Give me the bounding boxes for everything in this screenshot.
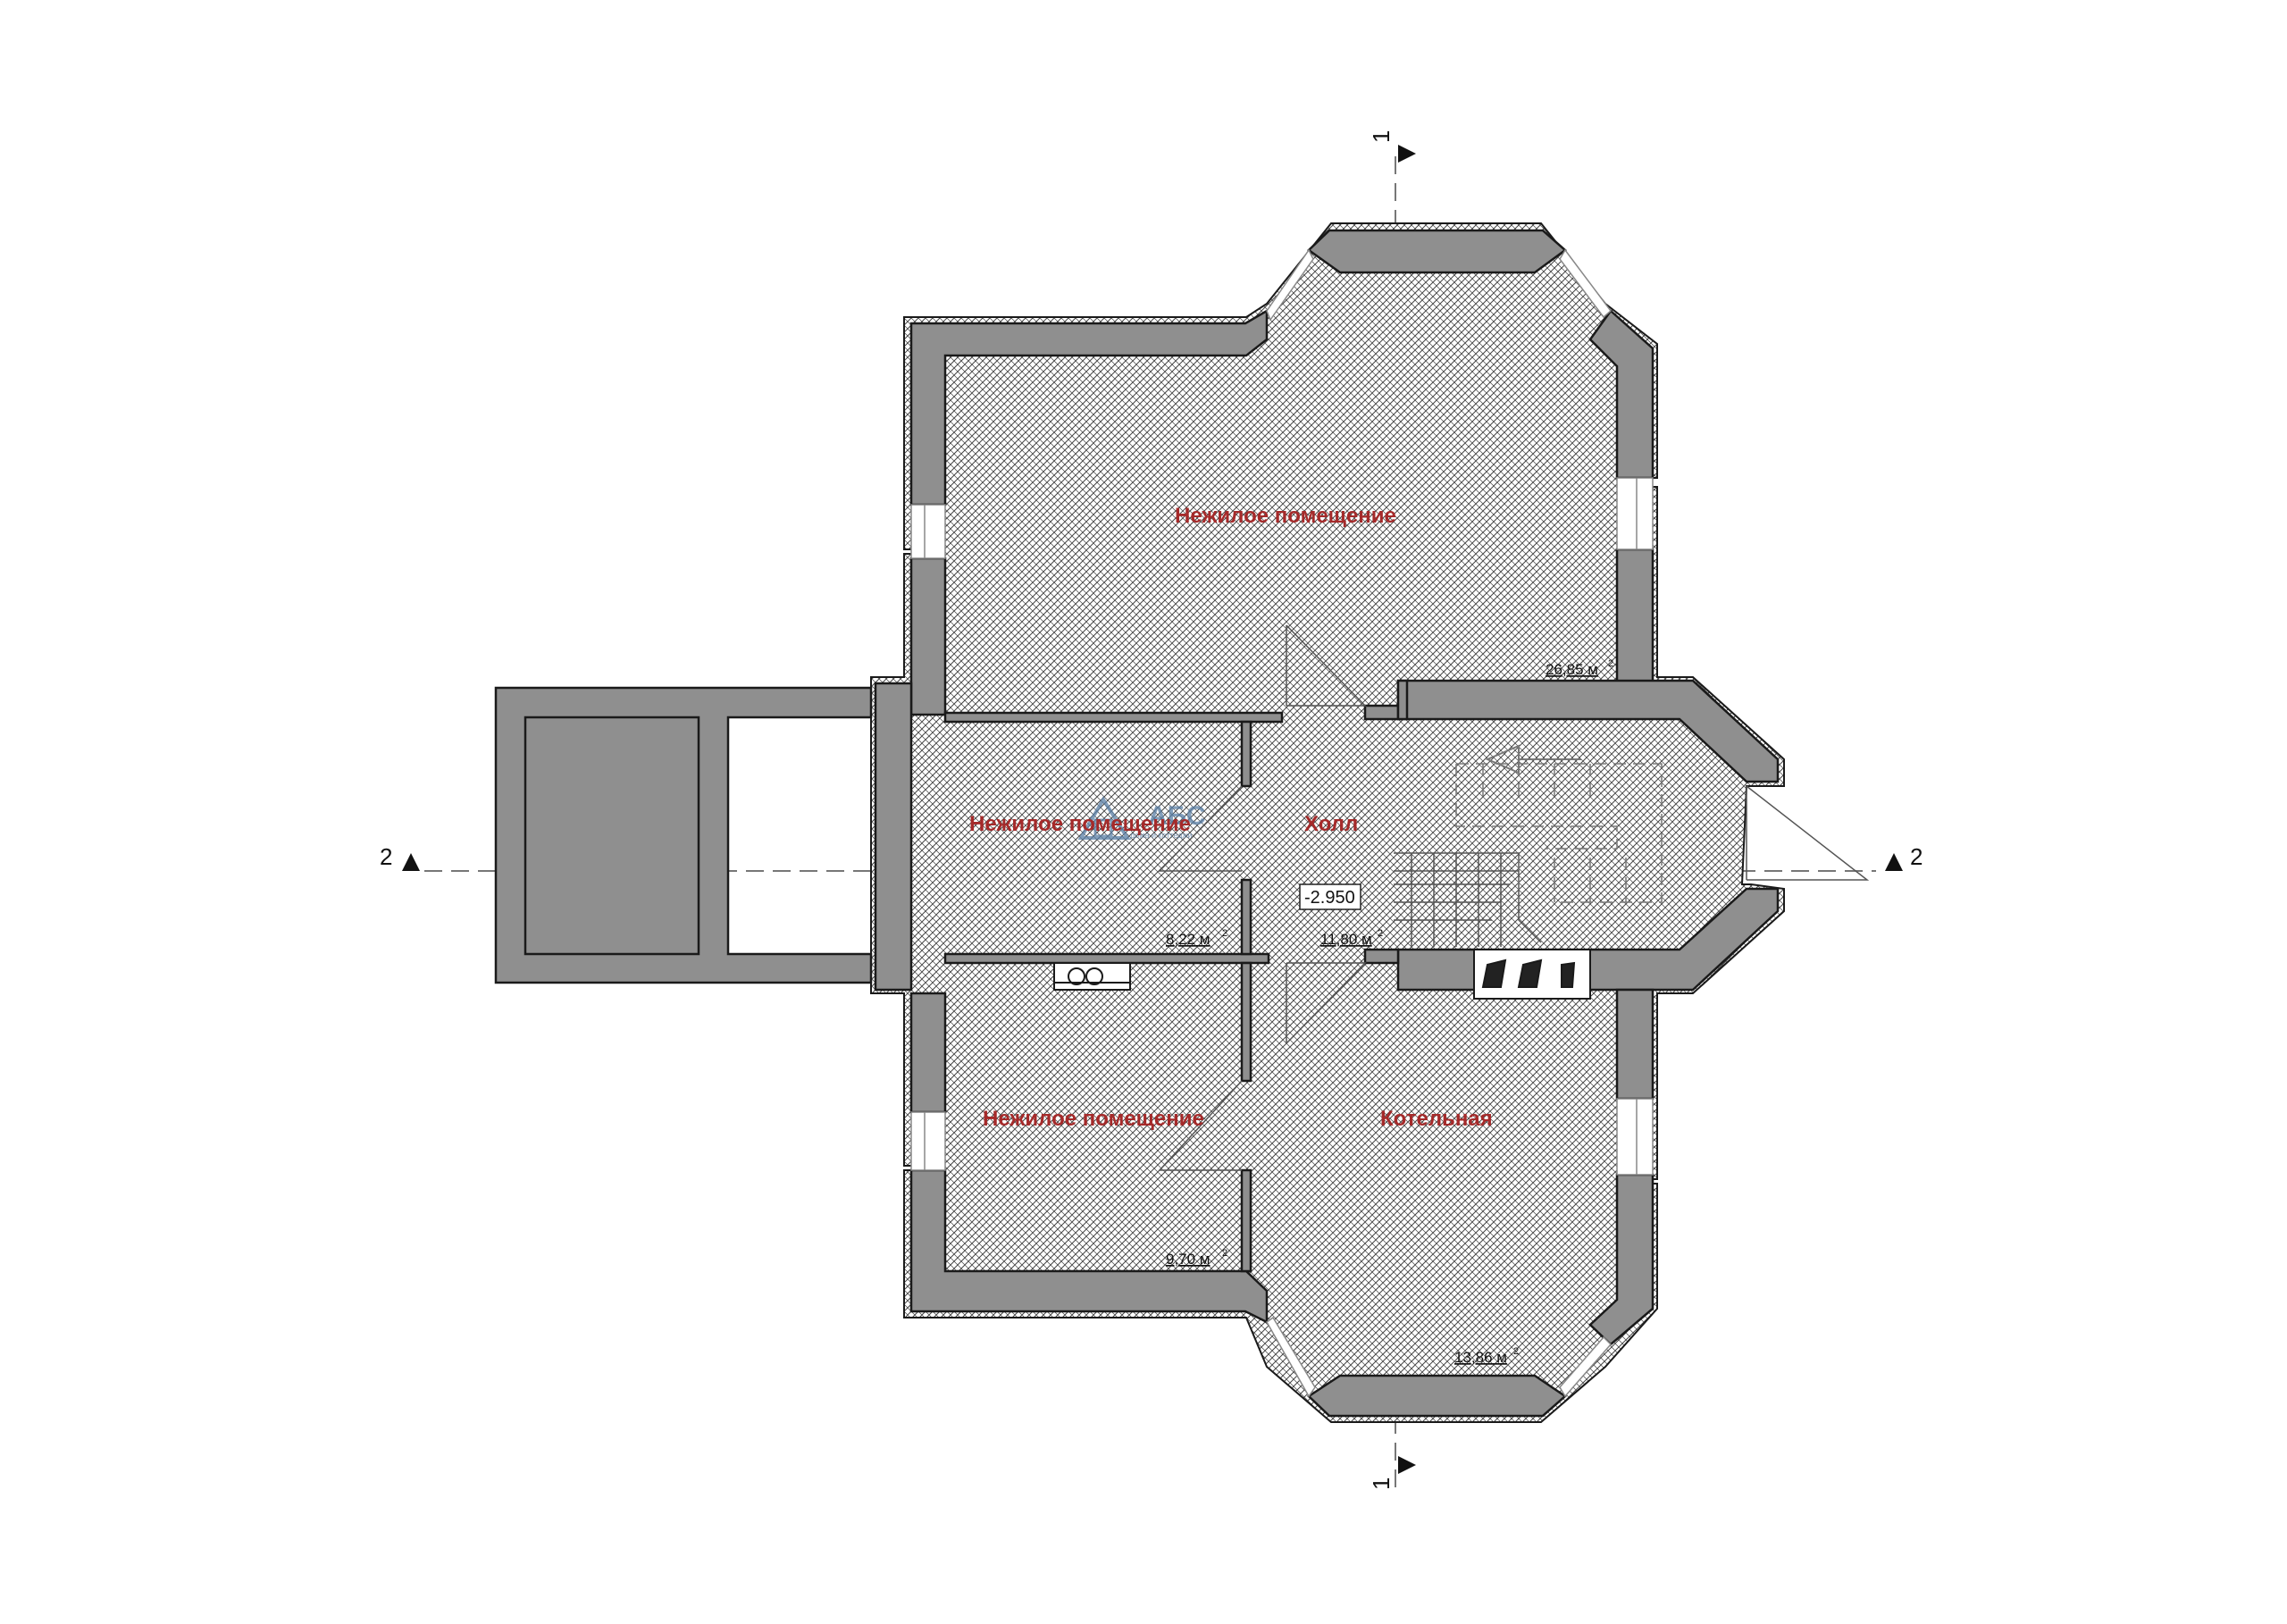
room-label-hall: Холл [1304, 812, 1358, 836]
area-sup-5: 2 [1513, 1346, 1519, 1357]
section-label-1-bottom: 1 [1368, 1478, 1395, 1490]
area-room-1: 26,85 м [1546, 661, 1598, 678]
logo-subtitle: дома и коттеджи [1130, 831, 1193, 840]
area-room-2: 8,22 м [1166, 931, 1211, 948]
section-label-1-top: 1 [1368, 130, 1395, 143]
area-room-5: 13,86 м [1454, 1349, 1507, 1366]
area-sup-1: 2 [1608, 658, 1613, 669]
walls [494, 229, 1780, 1418]
area-room-4: 9,70 м [1166, 1251, 1211, 1268]
section-marker-1-top: 1 [1368, 130, 1416, 163]
room-label-boiler-room: Котельная [1380, 1107, 1493, 1131]
section-marker-2-right: 2 [1885, 843, 1923, 871]
stair-landing [1455, 763, 1663, 903]
section-marker-1-bottom: 1 [1368, 1456, 1416, 1490]
area-sup-3: 2 [1378, 928, 1383, 939]
area-room-3: 11,80 м [1320, 931, 1372, 948]
room-label-non-residential-3: Нежилое помещение [983, 1107, 1204, 1131]
logo-text: АБС [1148, 801, 1206, 831]
room-label-non-residential-2: Нежилое помещение [969, 812, 1191, 836]
section-label-2-left: 2 [380, 843, 392, 870]
fireplace [1053, 962, 1131, 991]
windows [910, 248, 1654, 1398]
area-sup-4: 2 [1222, 1248, 1227, 1259]
stair-arrow-icon [1485, 744, 1581, 774]
ventilation-block [1473, 949, 1591, 1000]
room-label-non-residential-1: Нежилое помещение [1175, 504, 1396, 528]
area-sup-2: 2 [1222, 928, 1227, 939]
section-marker-2-left: 2 [380, 843, 420, 871]
section-label-2-right: 2 [1910, 843, 1923, 870]
doors [1158, 624, 1870, 1171]
abs-logo: АБС дома и коттеджи [1077, 796, 1206, 840]
level-mark-box [1299, 883, 1361, 910]
level-mark: -2.950 [1304, 888, 1355, 908]
